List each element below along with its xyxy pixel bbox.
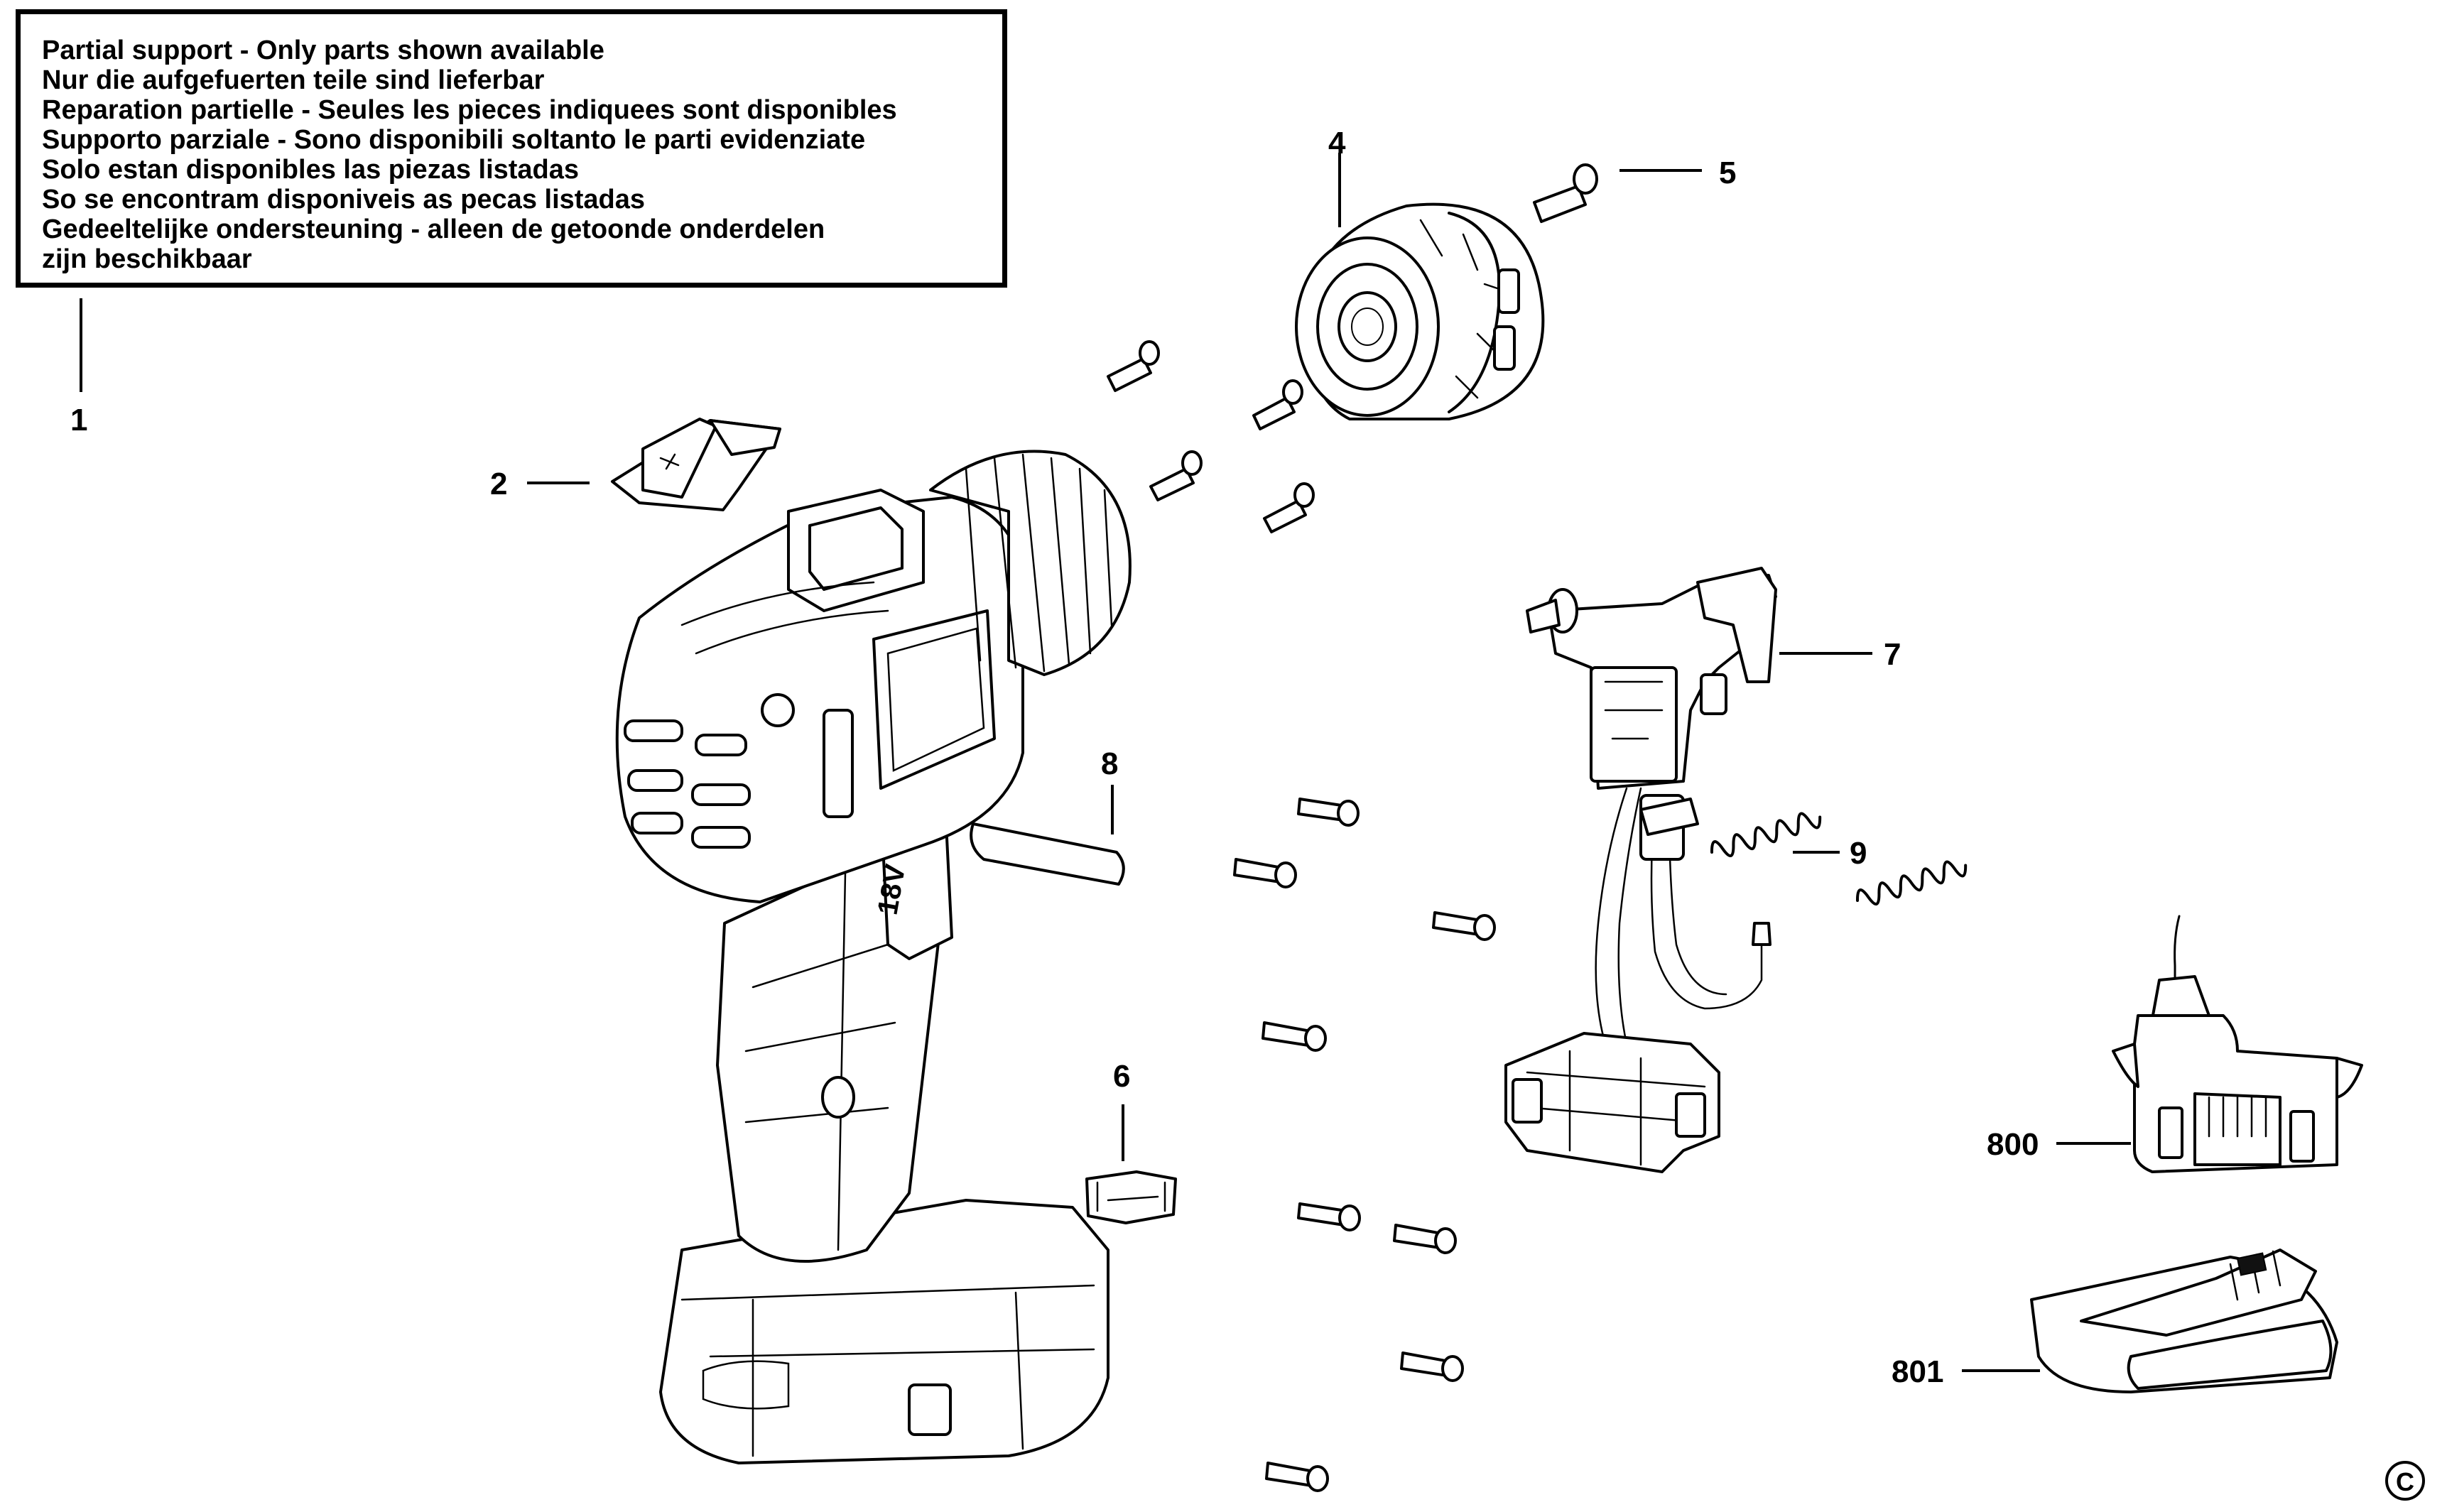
part-5-chuck-screw: 5: [1533, 156, 1736, 223]
screw-set-middle: [1233, 798, 1496, 1492]
part-2-switch-cover: 2: [490, 418, 781, 511]
notice-line-nl-cont: zijn beschikbaar: [42, 244, 252, 274]
notice-line-fr: Reparation partielle - Seules les pieces…: [42, 95, 897, 125]
notice-line-it: Supporto parziale - Sono disponibili sol…: [42, 125, 866, 155]
drill-housing: 18V: [615, 450, 1132, 1464]
callout-1-label: 1: [70, 403, 87, 437]
notice-line-en: Partial support - Only parts shown avail…: [42, 36, 604, 65]
callout-8-label: 8: [1101, 746, 1118, 781]
callout-1: 1: [70, 298, 87, 437]
notice-line-pt: So se encontram disponiveis as pecas lis…: [42, 185, 646, 214]
callout-5-label: 5: [1719, 156, 1736, 190]
notice-text-block: Partial support - Only parts shown avail…: [42, 36, 897, 274]
part-4-keyless-chuck: 4: [1295, 126, 1545, 420]
partial-support-notice: Partial support - Only parts shown avail…: [16, 9, 1007, 288]
notice-line-nl: Gedeeltelijke ondersteuning - alleen de …: [42, 214, 825, 244]
copyright-mark: C: [2385, 1461, 2425, 1501]
notice-line-de: Nur die aufgefuerten teile sind lieferba…: [42, 65, 545, 95]
callout-7-label: 7: [1884, 637, 1901, 672]
callout-2-label: 2: [490, 467, 507, 501]
part-800-charger: 800: [1987, 915, 2363, 1173]
notice-line-es: Solo estan disponibles las piezas listad…: [42, 155, 580, 185]
part-7-switch-assembly: 7: [1504, 567, 1901, 1173]
copyright-symbol: C: [2396, 1467, 2414, 1496]
part-801-battery-pack: 801: [1892, 1249, 2338, 1393]
part-9-springs: 9: [1710, 812, 1968, 905]
callout-9-label: 9: [1850, 836, 1867, 871]
callout-801-label: 801: [1892, 1354, 1943, 1389]
part-8-pin: 8: [970, 746, 1125, 886]
callout-6-label: 6: [1113, 1059, 1130, 1094]
callout-4-label: 4: [1328, 126, 1346, 161]
part-6-clip: 6: [1085, 1059, 1177, 1224]
screw-set-upper: [1107, 340, 1315, 533]
callout-800-label: 800: [1987, 1127, 2039, 1162]
